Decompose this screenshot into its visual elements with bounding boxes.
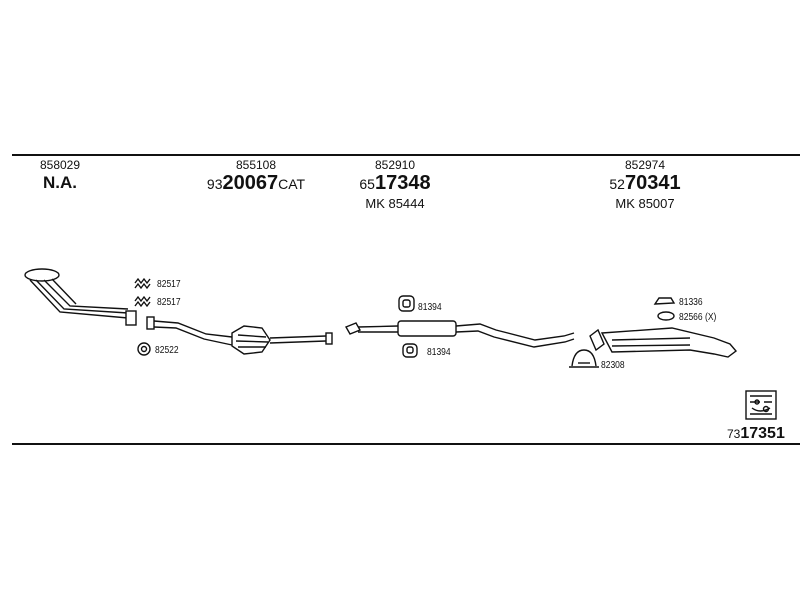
ref-main: 20067 bbox=[222, 172, 279, 194]
part-label-spring-clamp: 82517 bbox=[157, 297, 181, 308]
group-code: 852910 bbox=[374, 158, 416, 172]
mounting-kit-reference: 7317351 bbox=[727, 425, 785, 443]
group-code: 858029 bbox=[39, 158, 81, 172]
rubber-mount-icon bbox=[402, 343, 418, 358]
part-label-spring-clamp: 82517 bbox=[157, 279, 181, 290]
rubber-mount-icon bbox=[398, 295, 415, 312]
ref-prefix: 52 bbox=[609, 176, 625, 192]
spring-clamp-icon bbox=[134, 295, 151, 308]
part-label-rubber-ring: 82566 (X) bbox=[679, 312, 717, 323]
ref-prefix: 93 bbox=[206, 176, 223, 192]
ref-suffix: CAT bbox=[278, 176, 306, 192]
part-label-rubber-mount: 81394 bbox=[427, 347, 451, 358]
group-code: 852974 bbox=[624, 158, 666, 172]
mounting-kit-icon bbox=[745, 390, 777, 420]
group-code: 855108 bbox=[235, 158, 277, 172]
front-pipe-icon bbox=[24, 268, 137, 326]
group-header-middle-silencer: 852910 6517348 MK 85444 bbox=[345, 158, 445, 212]
ref-prefix: 65 bbox=[359, 176, 375, 192]
group-availability: N.A. bbox=[43, 173, 77, 192]
group-header-front-pipe: 858029 N.A. bbox=[30, 158, 90, 194]
part-label-gasket: 82522 bbox=[155, 345, 179, 356]
rubber-ring-icon bbox=[657, 311, 675, 321]
ref-prefix: 73 bbox=[727, 427, 741, 441]
part-label-u-clamp: 82308 bbox=[601, 360, 625, 371]
group-mounting-kit: MK 85007 bbox=[615, 196, 675, 211]
group-mounting-kit: MK 85444 bbox=[365, 196, 425, 211]
rear-silencer-icon bbox=[589, 327, 738, 358]
group-header-catalyst: 855108 9320067CAT bbox=[196, 158, 316, 196]
part-label-hanger: 81336 bbox=[679, 297, 703, 308]
catalytic-converter-icon bbox=[146, 316, 333, 355]
u-clamp-icon bbox=[569, 349, 599, 368]
hanger-bracket-icon bbox=[653, 297, 676, 305]
spring-clamp-icon bbox=[134, 277, 151, 290]
group-header-rear-silencer: 852974 5270341 MK 85007 bbox=[595, 158, 695, 212]
part-label-rubber-mount: 81394 bbox=[418, 302, 442, 313]
ref-main: 17351 bbox=[740, 425, 785, 442]
bottom-divider bbox=[12, 443, 800, 445]
ref-main: 70341 bbox=[624, 172, 681, 194]
group-reference: 9320067CAT bbox=[196, 172, 316, 196]
group-reference: 5270341 bbox=[595, 172, 695, 196]
top-divider bbox=[12, 154, 800, 156]
gasket-ring-icon bbox=[137, 342, 151, 356]
middle-silencer-icon bbox=[344, 320, 575, 348]
ref-main: 17348 bbox=[374, 172, 431, 194]
group-reference: 6517348 bbox=[345, 172, 445, 196]
